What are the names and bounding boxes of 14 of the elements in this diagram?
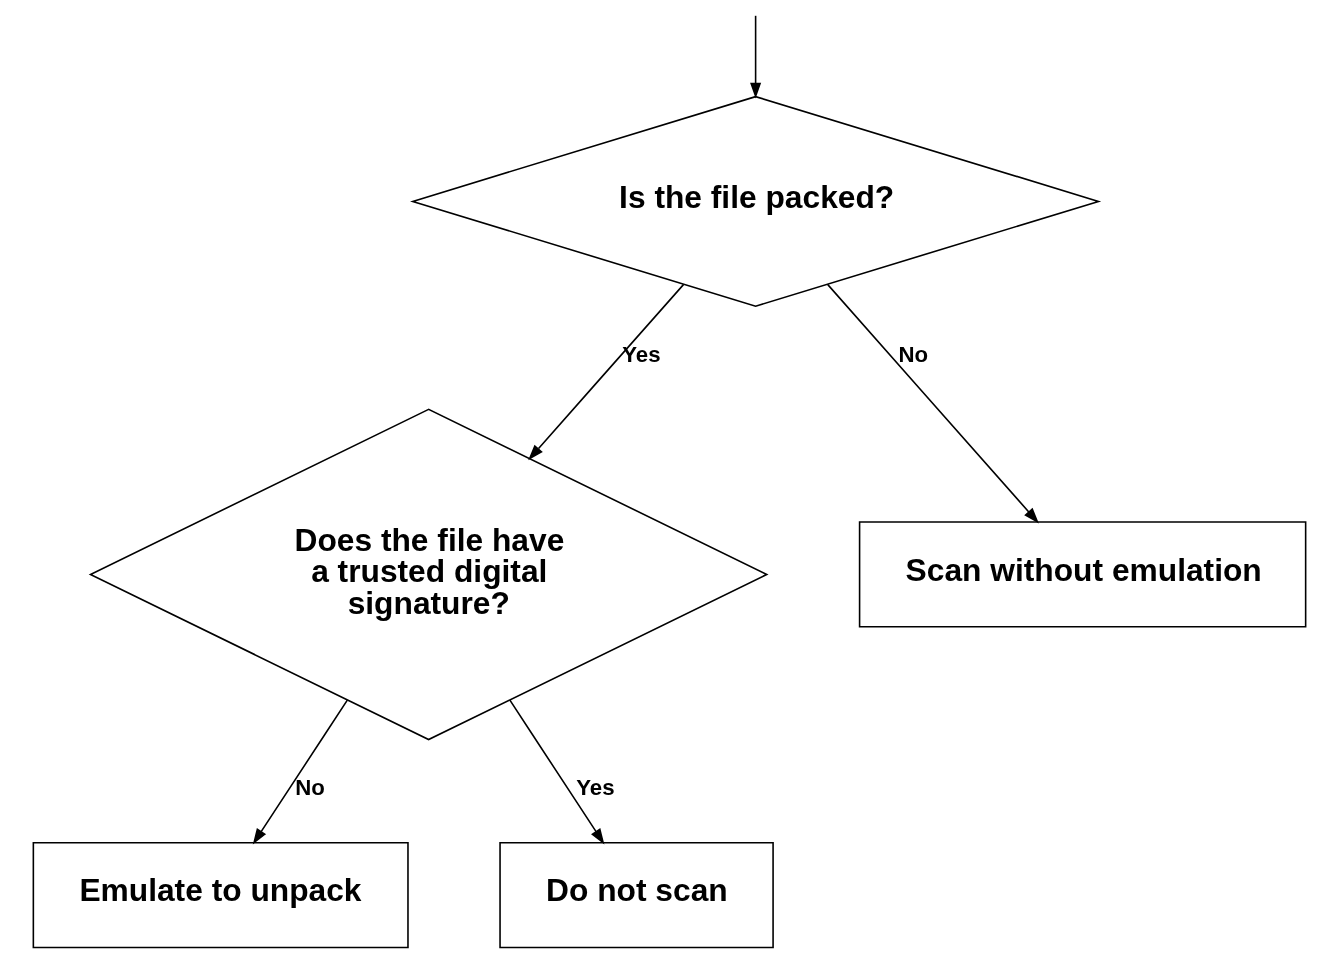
edge-label: Yes bbox=[622, 342, 661, 368]
node-box: Do not scan bbox=[499, 841, 774, 949]
arrow bbox=[528, 283, 685, 461]
edge-label: No bbox=[898, 342, 929, 368]
arrow bbox=[827, 283, 1039, 524]
arrow bbox=[509, 699, 605, 845]
arrow bbox=[750, 15, 762, 99]
node-box: Scan without emulation bbox=[858, 521, 1307, 628]
edge-label: No bbox=[295, 775, 325, 801]
node-diamond: Does the file have a trusted digital signature? bbox=[88, 408, 769, 741]
arrow bbox=[252, 699, 349, 845]
node-diamond: Is the file packed? bbox=[410, 95, 1102, 307]
edge-label: Yes bbox=[576, 775, 615, 801]
node-box: Emulate to unpack bbox=[32, 841, 409, 949]
